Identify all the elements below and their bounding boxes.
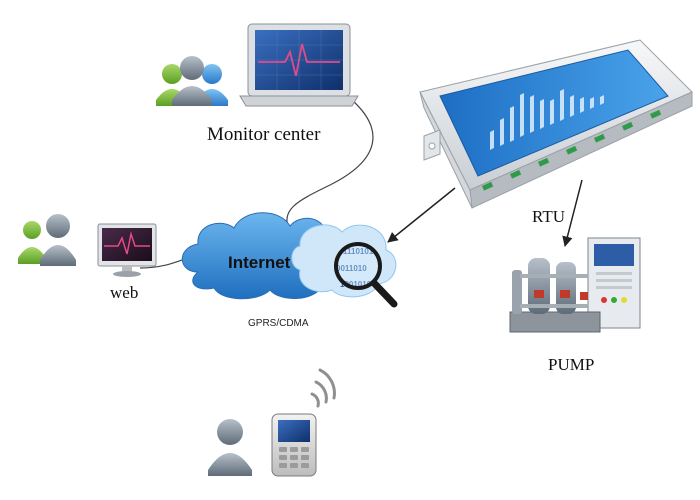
pump-label: PUMP — [548, 355, 594, 374]
person-icon — [208, 419, 252, 476]
internet-label: Internet — [228, 253, 291, 272]
binary-line-1: 1110101 — [343, 247, 374, 256]
laptop-icon — [239, 23, 359, 107]
cable-monitor-to-cloud — [286, 99, 374, 233]
network-label: GPRS/CDMA — [248, 318, 309, 329]
people-icon — [156, 56, 228, 106]
rtu-label: RTU — [532, 207, 565, 226]
people-icon — [18, 214, 76, 266]
monitor-center-label: Monitor center — [207, 124, 321, 145]
pump-icon — [509, 237, 641, 333]
arrow-rtu-to-pump — [562, 179, 583, 248]
rtu-device-icon — [419, 39, 693, 209]
wireless-signal-icon — [310, 368, 336, 408]
mobile-phone-icon — [271, 413, 317, 477]
arrow-rtu-to-cloud — [387, 187, 456, 243]
cloud-icon — [181, 212, 397, 300]
monitor-icon — [97, 223, 157, 277]
binary-line-3: 1001010 — [340, 280, 372, 289]
magnifier-icon — [334, 242, 398, 308]
binary-line-2: 0011010 — [336, 264, 367, 273]
web-label: web — [110, 283, 138, 302]
